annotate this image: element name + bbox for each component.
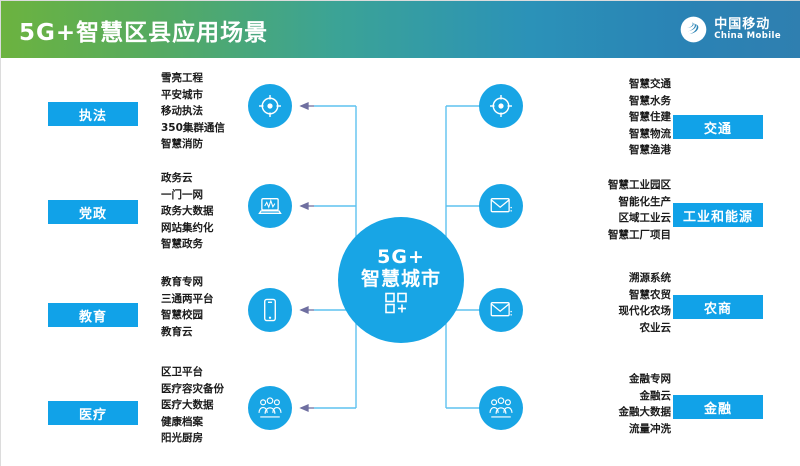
category-pill-left-1[interactable]: 党政	[48, 200, 138, 224]
icon-bubble-left-3[interactable]	[248, 386, 292, 430]
list-item: 智慧水务	[629, 94, 671, 107]
envelope-icon	[490, 302, 512, 317]
list-item: 区域工业云	[618, 212, 672, 224]
people-group-icon	[258, 397, 282, 418]
scenario-list-left-1: 政务云 一门一网 政务大数据 网站集约化 智慧政务	[161, 170, 214, 253]
list-item: 智慧渔港	[629, 144, 671, 156]
icon-bubble-right-2[interactable]	[479, 288, 523, 332]
brand-name-cn: 中国移动	[714, 17, 771, 33]
list-item: 流量冲洗	[629, 422, 671, 435]
category-pill-left-0[interactable]: 执法	[48, 102, 138, 126]
category-pill-right-3[interactable]: 金融	[673, 395, 763, 419]
scenario-list-left-3: 区卫平台 医疗容灾备份 医疗大数据 健康档案 阳光厨房	[161, 364, 224, 447]
square-plus-mark-icon	[385, 292, 407, 314]
list-item: 智慧农贸	[629, 288, 671, 301]
list-item: 健康档案	[161, 415, 203, 428]
icon-bubble-left-1[interactable]	[248, 184, 292, 228]
category-pill-right-1[interactable]: 工业和能源	[673, 203, 763, 227]
list-item: 政务云	[161, 172, 193, 184]
list-item: 教育专网	[161, 276, 203, 288]
page-header: 5G+智慧区县应用场景 中国移动 China Mobile	[1, 1, 800, 58]
list-item: 医疗容灾备份	[161, 382, 224, 395]
icon-bubble-right-3[interactable]	[479, 386, 523, 430]
brand-text: 中国移动 China Mobile	[714, 18, 781, 41]
target-crosshair-icon	[490, 95, 512, 117]
hub-title-5g: 5G+	[377, 246, 425, 268]
list-item: 网站集约化	[161, 221, 214, 234]
icon-bubble-right-0[interactable]	[479, 84, 523, 128]
list-item: 雪亮工程	[161, 72, 203, 84]
scenario-list-right-2: 溯源系统 智慧农贸 现代化农场 农业云	[619, 270, 672, 336]
scenario-list-left-2: 教育专网 三通两平台 智慧校园 教育云	[161, 274, 214, 340]
list-item: 智慧政务	[161, 238, 203, 250]
list-item: 智慧物流	[629, 127, 671, 140]
list-item: 移动执法	[161, 105, 203, 117]
china-mobile-logo-icon	[680, 16, 707, 43]
scenario-list-right-1: 智慧工业园区 智能化生产 区域工业云 智慧工厂项目	[608, 177, 671, 243]
category-pill-right-2[interactable]: 农商	[673, 295, 763, 319]
list-item: 教育云	[161, 325, 193, 338]
list-item: 平安城市	[161, 88, 203, 101]
list-item: 政务大数据	[161, 205, 214, 217]
list-item: 智慧消防	[161, 138, 203, 150]
list-item: 溯源系统	[629, 272, 671, 284]
icon-bubble-right-1[interactable]	[479, 184, 523, 228]
list-item: 农业云	[639, 321, 672, 334]
scenario-list-right-3: 金融专网 金融云 金融大数据 流量冲洗	[619, 371, 672, 437]
list-item: 三通两平台	[161, 292, 214, 305]
icon-bubble-left-0[interactable]	[248, 84, 292, 128]
list-item: 智能化生产	[618, 195, 672, 208]
people-group-icon	[489, 397, 513, 418]
list-item: 区卫平台	[161, 366, 203, 378]
list-item: 金融云	[639, 389, 672, 402]
target-crosshair-icon	[259, 95, 281, 117]
list-item: 350集群通信	[161, 121, 225, 134]
list-item: 一门一网	[161, 188, 203, 201]
center-hub[interactable]: 5G+ 智慧城市	[338, 217, 464, 343]
scenario-list-right-0: 智慧交通 智慧水务 智慧住建 智慧物流 智慧渔港	[629, 76, 671, 159]
laptop-chart-icon	[258, 198, 282, 214]
category-pill-left-3[interactable]: 医疗	[48, 401, 138, 425]
list-item: 金融大数据	[618, 406, 672, 418]
brand-lockup: 中国移动 China Mobile	[680, 16, 781, 43]
diagram-canvas: 执法 党政 教育 医疗 雪亮工程 平安城市 移动执法 350集群通信 智慧消防 …	[1, 58, 800, 466]
list-item: 金融专网	[629, 373, 671, 385]
list-item: 智慧住建	[629, 111, 671, 123]
list-item: 智慧校园	[161, 309, 203, 321]
hub-title-cn: 智慧城市	[360, 268, 441, 290]
list-item: 现代化农场	[618, 305, 672, 317]
list-item: 智慧工厂项目	[608, 228, 671, 241]
icon-bubble-left-2[interactable]	[248, 288, 292, 332]
category-pill-left-2[interactable]: 教育	[48, 303, 138, 327]
list-item: 智慧工业园区	[608, 179, 671, 191]
list-item: 智慧交通	[629, 78, 671, 90]
list-item: 阳光厨房	[161, 432, 203, 444]
page-title: 5G+智慧区县应用场景	[19, 19, 269, 46]
smartphone-icon	[264, 298, 276, 322]
list-item: 医疗大数据	[161, 399, 214, 411]
scenario-list-left-0: 雪亮工程 平安城市 移动执法 350集群通信 智慧消防	[161, 70, 225, 153]
category-pill-right-0[interactable]: 交通	[673, 115, 763, 139]
envelope-icon	[490, 198, 512, 213]
brand-name-en: China Mobile	[714, 30, 781, 41]
